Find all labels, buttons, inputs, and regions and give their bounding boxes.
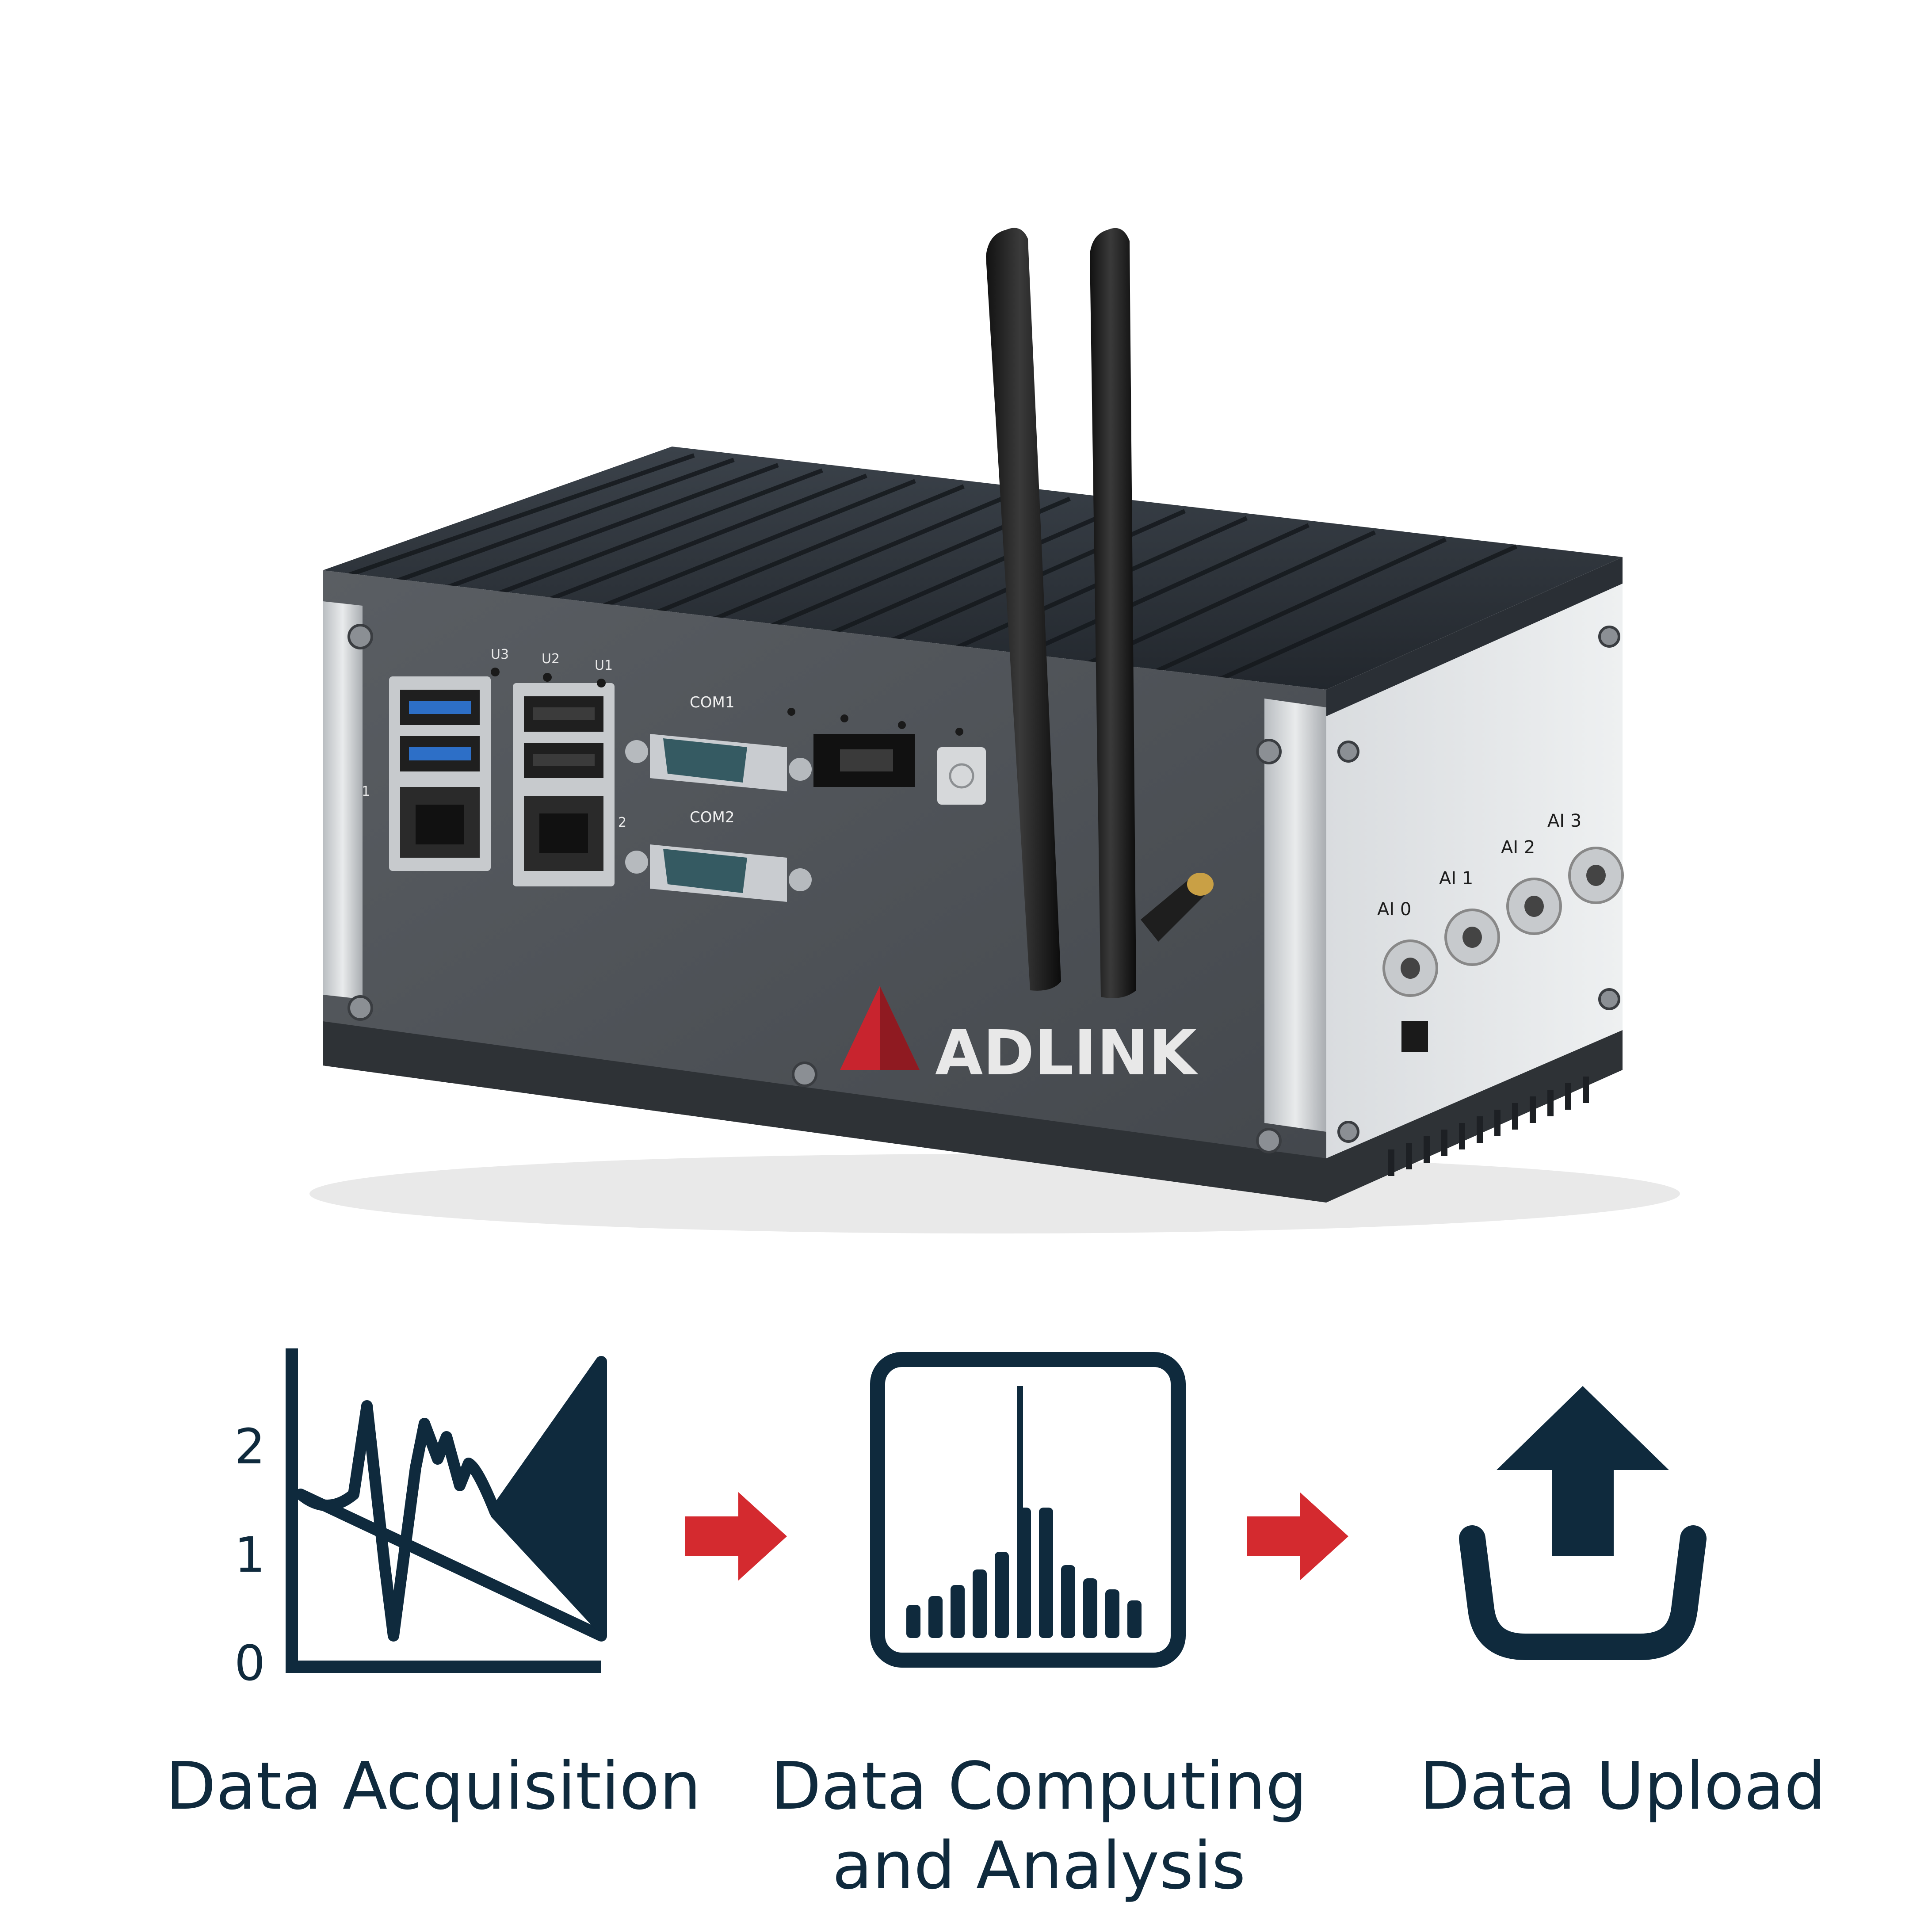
ai3-label: AI 3 [1547, 811, 1581, 831]
spectrum-analysis-icon [870, 1352, 1186, 1668]
com-port-2 [625, 844, 812, 902]
heatsink-fins [348, 453, 1518, 703]
bnc-connectors [1382, 847, 1624, 997]
device-illustration: U3 U2 U1 1 2 COM1 COM2 ADLINK AI 0 [309, 228, 1680, 1233]
flow-arrow-1 [685, 1492, 787, 1581]
usb-led-label-u1: U1 [595, 658, 613, 673]
digital-io-connector [1401, 1021, 1428, 1052]
step-title-and-analysis: and Analysis [832, 1828, 1246, 1904]
heatsink-top [323, 447, 1623, 690]
power-button[interactable] [937, 747, 986, 805]
usb-led-label-u2: U2 [542, 651, 560, 667]
step-title-data-acquisition: Data Acquisition [165, 1748, 701, 1824]
usb-led-label-u3: U3 [491, 647, 509, 662]
y-tick-2: 2 [234, 1418, 265, 1475]
lan-label-1: 1 [362, 784, 370, 799]
com2-label: COM2 [690, 809, 734, 826]
ai0-label: AI 0 [1377, 899, 1411, 920]
flow-arrow-2 [1247, 1492, 1348, 1581]
side-panel [1326, 557, 1623, 1203]
y-tick-0: 0 [234, 1635, 265, 1691]
upload-icon [1459, 1386, 1707, 1660]
workflow-icons: 2 1 0 [234, 1348, 1707, 1691]
ai2-label: AI 2 [1501, 837, 1535, 858]
step-title-data-computing: Data Computing [771, 1748, 1307, 1824]
com1-label: COM1 [690, 694, 734, 711]
brand-logo-text: ADLINK [935, 1017, 1199, 1089]
waveform-chart-icon: 2 1 0 [234, 1348, 607, 1691]
antenna-right [1090, 228, 1136, 998]
antenna-sma-connector [1141, 873, 1214, 942]
antenna-left [986, 228, 1061, 991]
y-tick-1: 1 [234, 1527, 265, 1583]
lan-label-2: 2 [618, 815, 626, 830]
com-port-1 [625, 734, 812, 791]
step-title-data-upload: Data Upload [1419, 1748, 1826, 1824]
ai1-label: AI 1 [1439, 868, 1473, 889]
